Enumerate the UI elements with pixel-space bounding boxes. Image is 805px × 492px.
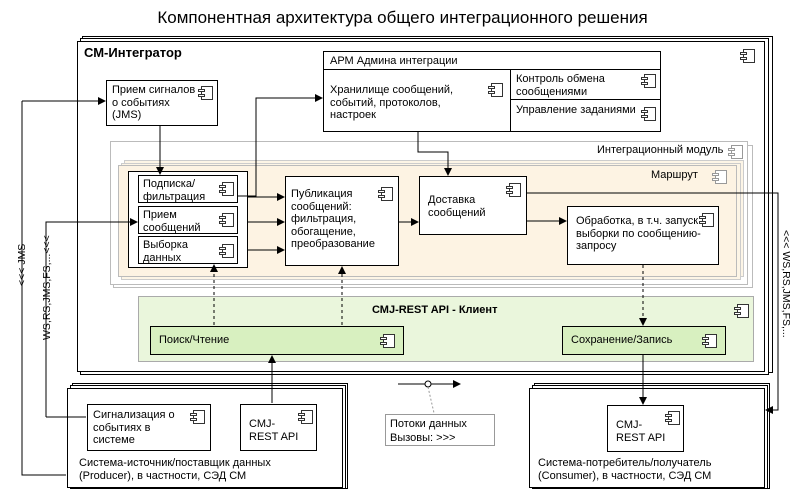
component-icon [378, 187, 393, 201]
search-read-label: Поиск/Чтение [159, 334, 230, 346]
component-icon [712, 170, 727, 184]
consumer-caption: Система-потребитель/получатель (Consumer… [538, 457, 712, 482]
processing-box: Обработка, в т.ч. запуск выборки по сооб… [567, 206, 719, 265]
consumer-api-box: СМJ-REST API [607, 405, 684, 452]
delivery-label: Доставка сообщений [428, 194, 486, 219]
component-icon [488, 83, 503, 97]
component-icon [740, 49, 755, 63]
save-write-label: Сохранение/Запись [571, 334, 673, 346]
delivery-box: Доставка сообщений [419, 176, 527, 235]
publication-box: Публикация сообщений: фильтрация, обогащ… [285, 176, 399, 266]
publication-label: Публикация сообщений: фильтрация, обогащ… [291, 188, 375, 250]
page-title: Компонентная архитектура общего интеграц… [157, 8, 648, 27]
consumer-api-label: СМJ-REST API [616, 419, 666, 444]
search-read-box: Поиск/Чтение [150, 326, 404, 355]
jms-side-label: <<< JMS [16, 243, 28, 286]
component-icon [219, 244, 234, 258]
component-icon [198, 86, 213, 100]
subscription-box: Подписка/ фильтрация [138, 175, 238, 203]
legend-note: Потоки данных Вызовы: >>> [385, 414, 495, 446]
exchange-control-label: Контроль обмена сообщениями [516, 73, 605, 98]
producer-api-box: СМJ-REST API [240, 404, 317, 451]
producer-signal-label: Сигнализация о событиях в системе [93, 409, 175, 446]
component-icon [219, 182, 234, 196]
legend-calls: Вызовы: >>> [390, 432, 456, 444]
component-icon [298, 410, 313, 424]
storage-label: Хранилище сообщений, событий, протоколов… [330, 84, 454, 121]
integration-module-label: Интеграционный модуль [597, 144, 724, 156]
legend-flows: Потоки данных [390, 418, 467, 430]
processing-label: Обработка, в т.ч. запуск выборки по сооб… [576, 215, 701, 252]
component-icon [506, 183, 521, 197]
component-icon [641, 107, 656, 121]
producer-api-label: СМJ-REST API [249, 418, 299, 443]
right-protocols-label: <<< WS,RS,JMS,FS,... [780, 230, 792, 338]
save-write-box: Сохранение/Запись [562, 326, 726, 355]
component-icon [699, 213, 714, 227]
admin-workstation-box: АРМ Админа интеграции Хранилище сообщени… [323, 51, 661, 132]
receive-box: Прием сообщений [138, 206, 238, 234]
component-icon [728, 145, 743, 159]
admin-workstation-title: АРМ Админа интеграции [330, 55, 458, 67]
fetch-label: Выборка данных [143, 239, 188, 264]
api-client-label: СМJ-REST API - Клиент [372, 304, 498, 316]
route-label: Маршрут [651, 169, 698, 181]
component-icon [380, 334, 395, 348]
left-protocols-label: WS,RS,JMS,FS,...<<< [41, 235, 53, 340]
component-icon [641, 74, 656, 88]
receive-label: Прием сообщений [143, 209, 201, 234]
producer-signal-box: Сигнализация о событиях в системе [87, 404, 211, 451]
component-icon [702, 334, 717, 348]
signal-receiver-box: Прием сигналов о событиях (JMS) [106, 80, 218, 126]
component-icon [219, 213, 234, 227]
component-icon [190, 410, 205, 424]
task-management-label: Управление заданиями [516, 104, 636, 116]
signal-receiver-label: Прием сигналов о событиях (JMS) [112, 84, 196, 121]
component-icon [665, 411, 680, 425]
cm-integrator-label: СМ-Интегратор [84, 45, 182, 60]
producer-caption: Система-источник/поставщик данных (Produ… [79, 457, 271, 482]
fetch-box: Выборка данных [138, 236, 238, 264]
component-icon [734, 304, 749, 318]
subscription-label: Подписка/ фильтрация [143, 178, 206, 203]
